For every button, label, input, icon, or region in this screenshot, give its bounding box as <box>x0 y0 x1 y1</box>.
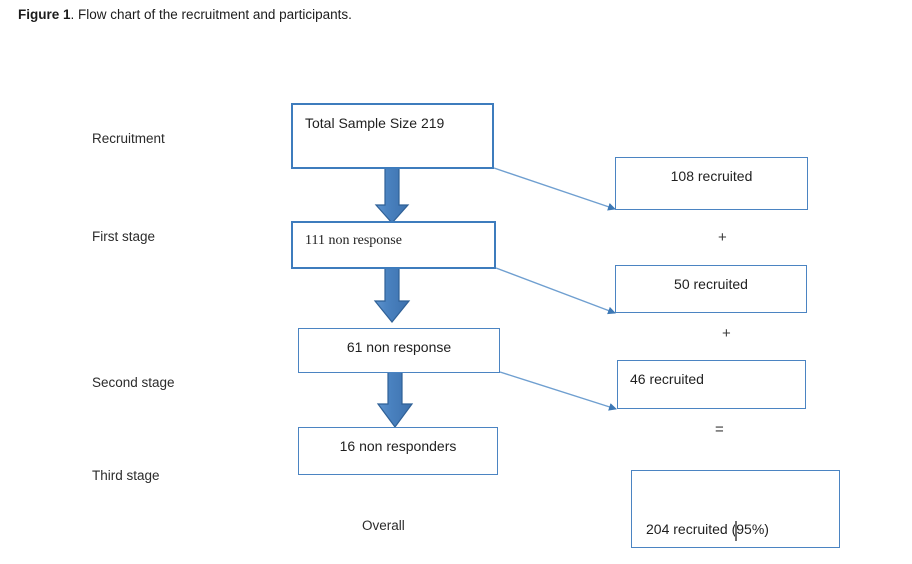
node-non-response-2-label: 61 non response <box>346 339 452 355</box>
connector-line-2 <box>495 267 616 315</box>
stage-label-third-stage: Third stage <box>92 468 160 483</box>
stage-label-recruitment: Recruitment <box>92 131 165 146</box>
block-arrow-3 <box>376 371 414 429</box>
node-recruited-stage-3-label: 46 recruited <box>630 371 704 387</box>
connector-line-1 <box>493 167 616 211</box>
operator-plus-2: + <box>722 325 731 342</box>
figure-number: Figure 1 <box>18 7 71 22</box>
node-total-recruited[interactable]: 204 recruited (95%) <box>631 470 840 548</box>
node-total-sample[interactable]: Total Sample Size 219 <box>291 103 494 169</box>
block-arrow-2 <box>373 264 411 323</box>
block-arrows <box>373 165 414 429</box>
node-non-responders-3-label: 16 non responders <box>339 438 457 454</box>
connector-lines <box>493 167 617 411</box>
operator-equals: = <box>715 421 724 438</box>
node-non-responders-3[interactable]: 16 non responders <box>298 427 498 475</box>
stage-label-second-stage: Second stage <box>92 375 175 390</box>
figure-caption-text: . Flow chart of the recruitment and part… <box>70 7 352 22</box>
node-non-response-1[interactable]: 111 non response <box>291 221 496 269</box>
operator-plus-1: + <box>718 229 727 246</box>
node-total-recruited-label: 204 recruited (95%) <box>646 521 769 537</box>
block-arrow-1 <box>374 165 410 224</box>
node-recruited-stage-3[interactable]: 46 recruited <box>617 360 806 409</box>
connector-line-3 <box>499 371 617 411</box>
node-recruited-stage-1-label: 108 recruited <box>670 168 753 184</box>
node-recruited-stage-2[interactable]: 50 recruited <box>615 265 807 313</box>
figure-caption: Figure 1. Flow chart of the recruitment … <box>18 6 352 24</box>
text-caret <box>735 521 737 541</box>
node-recruited-stage-2-label: 50 recruited <box>674 276 748 292</box>
node-non-response-1-label: 111 non response <box>305 233 402 248</box>
node-non-response-2[interactable]: 61 non response <box>298 328 500 373</box>
node-recruited-stage-1[interactable]: 108 recruited <box>615 157 808 210</box>
stage-label-first-stage: First stage <box>92 229 156 244</box>
stage-label-overall: Overall <box>362 518 405 533</box>
node-total-sample-label: Total Sample Size 219 <box>305 115 445 131</box>
